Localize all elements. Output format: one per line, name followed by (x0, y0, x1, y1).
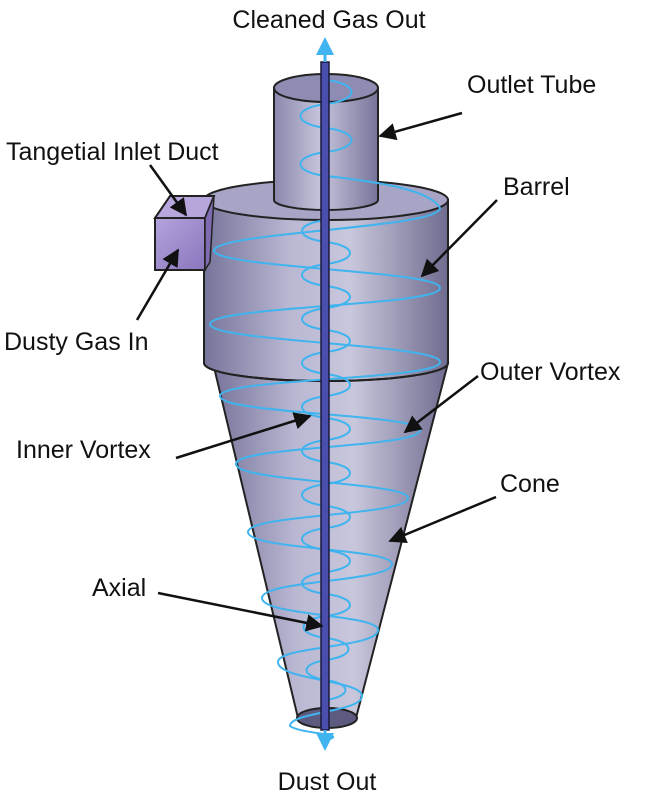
axial-arrow (157, 591, 324, 632)
dusty-gas-in-label: Dusty Gas In (4, 328, 149, 356)
inlet-duct (153, 195, 216, 273)
dust-out-label: Dust Out (278, 768, 377, 796)
vortex-spiral (208, 79, 442, 741)
leader-arrows (135, 111, 498, 632)
axial-rod (320, 61, 330, 731)
cone-body (211, 362, 450, 719)
outer-vortex-label: Outer Vortex (480, 358, 621, 386)
outlet-tube-label: Outlet Tube (467, 71, 596, 99)
inlet-duct-label: Tangetial Inlet Duct (6, 138, 219, 166)
outlet-tube-arrow (378, 111, 463, 141)
cone-label: Cone (500, 470, 560, 498)
dusty-gas-arrow (135, 248, 180, 321)
barrel-label: Barrel (503, 173, 570, 201)
cleaned-gas-out-label: Cleaned Gas Out (232, 6, 425, 34)
outer-vortex-arrow (403, 375, 479, 434)
inlet-duct-arrow (148, 164, 188, 217)
inner-vortex-arrow (175, 412, 312, 460)
inner-vortex-label: Inner Vortex (16, 436, 151, 464)
barrel-arrow (420, 199, 498, 278)
cone-arrow (388, 495, 497, 544)
axial-label: Axial (92, 574, 146, 602)
